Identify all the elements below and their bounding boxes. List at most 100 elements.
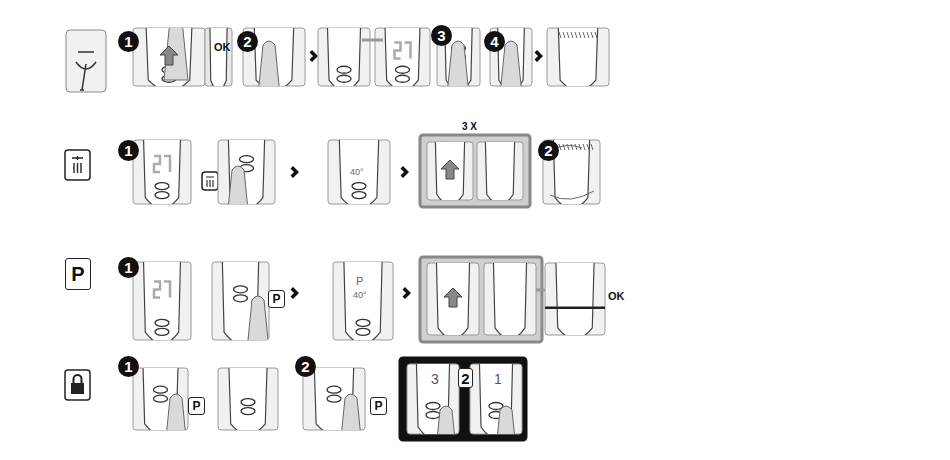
shower-symbol <box>72 156 83 173</box>
step-panel <box>218 363 278 434</box>
cord-symbol <box>76 52 96 90</box>
device-body <box>493 263 526 335</box>
p-button-icon: P <box>370 397 387 415</box>
lock-symbol <box>74 375 82 383</box>
callout-number: 1 <box>118 31 139 52</box>
finger <box>339 394 363 430</box>
callout-number: 1 <box>118 257 139 278</box>
control-button <box>154 386 168 393</box>
finger <box>434 406 458 434</box>
step-label: 40° <box>353 291 367 300</box>
step-chevron <box>401 166 410 178</box>
device-body <box>339 140 379 204</box>
control-button <box>396 66 410 73</box>
step-chevron <box>291 287 300 299</box>
control-button <box>356 328 370 335</box>
device-body <box>485 142 514 200</box>
brush-bristle <box>591 144 593 150</box>
sequence-frame <box>420 257 542 342</box>
mode-icon: P <box>65 258 91 290</box>
brush-bristle <box>595 32 597 38</box>
step-panel <box>205 23 232 91</box>
mode-icon <box>202 172 218 190</box>
control-button <box>155 183 169 190</box>
control-button <box>241 399 255 406</box>
step-panel <box>303 363 365 458</box>
control-button <box>352 192 366 199</box>
step-panel <box>375 23 430 91</box>
control-button <box>337 66 351 73</box>
device-body <box>436 263 469 335</box>
step-panel <box>427 258 479 339</box>
brush-bristle <box>575 144 577 150</box>
brush-bristle <box>579 32 581 38</box>
finger <box>164 394 188 430</box>
brush-bristle <box>571 144 573 150</box>
device-body <box>210 28 227 86</box>
device-body <box>143 262 180 340</box>
control-button <box>426 412 440 419</box>
step-chevron <box>291 166 300 178</box>
control-button <box>234 286 248 293</box>
device-body <box>229 368 267 430</box>
callout-number: 3 <box>431 25 452 46</box>
device-body <box>435 142 464 200</box>
callout-number: 2 <box>237 31 258 52</box>
finger <box>446 41 470 86</box>
node-text: P <box>71 264 84 284</box>
control-button <box>234 295 248 302</box>
control-button <box>356 319 370 326</box>
brush-bristle <box>563 144 565 150</box>
brush-bristle <box>563 32 565 38</box>
callout-number: 2 <box>295 356 316 377</box>
callout-number: 2 <box>538 140 559 161</box>
brush-bristle <box>591 32 593 38</box>
control-button <box>154 395 168 402</box>
control-button <box>155 319 169 326</box>
control-button <box>327 395 341 402</box>
direction-arrow <box>160 46 178 65</box>
step-panel <box>484 258 536 339</box>
step-panel <box>133 135 191 208</box>
step-label: OK <box>214 42 231 53</box>
control-button <box>337 75 351 82</box>
node-text: P <box>272 293 280 305</box>
step-panel <box>133 363 188 458</box>
lock-symbol <box>71 383 84 394</box>
step-panel <box>547 23 609 91</box>
callout-number: 4 <box>484 31 505 52</box>
step-panel <box>218 135 275 230</box>
device-body <box>558 28 598 86</box>
control-button <box>396 75 410 82</box>
lcd-display <box>395 43 411 59</box>
step-chevron <box>535 50 544 62</box>
device-body <box>327 28 360 86</box>
lcd-display <box>154 156 170 172</box>
device-body <box>556 263 594 335</box>
finger <box>257 41 281 86</box>
control-button <box>240 156 254 163</box>
charging-icon <box>66 30 106 92</box>
step-label: OK <box>608 291 625 302</box>
control-button <box>426 403 440 410</box>
mode-icon <box>65 370 90 400</box>
step-panel <box>328 135 390 208</box>
direction-arrow <box>441 160 459 179</box>
brush-bristle <box>571 32 573 38</box>
step-chevron <box>403 287 412 299</box>
step-panel <box>133 16 205 91</box>
direction-arrow <box>444 288 462 307</box>
step-panel <box>318 23 370 91</box>
control-button <box>155 192 169 199</box>
shower-symbol <box>206 177 214 187</box>
brush-bristle <box>567 32 569 38</box>
brush-bristle <box>559 32 561 38</box>
brush-bristle <box>583 32 585 38</box>
transition-bar <box>362 39 383 42</box>
device-body <box>385 28 420 86</box>
step-panel <box>212 257 270 360</box>
brush-bristle <box>587 32 589 38</box>
step-panel <box>407 359 459 460</box>
node-text: 2 <box>461 371 469 386</box>
